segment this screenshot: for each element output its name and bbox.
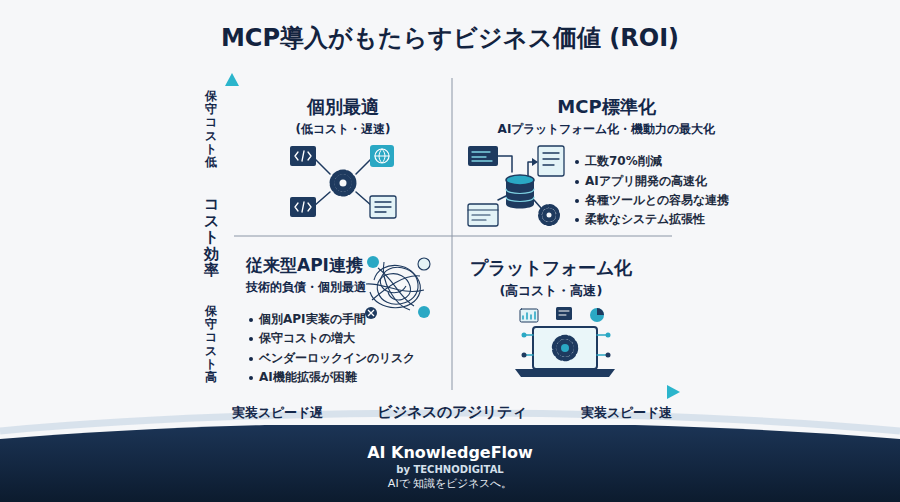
axis-title: コスト効率 xyxy=(204,196,219,279)
tangled-api-icon xyxy=(365,256,430,319)
bullet-dot xyxy=(575,199,579,203)
title: MCP導入がもたらすビジネス価値 (ROI) xyxy=(0,22,900,54)
bullet-dot xyxy=(575,218,579,222)
bullet-dot xyxy=(575,180,579,184)
bullet-item: 個別API実装の手間 xyxy=(248,311,450,327)
bullet-dot xyxy=(249,318,253,322)
node-heading: 従来型API連携 xyxy=(246,254,450,277)
node-subtitle: (高コスト・高速) xyxy=(456,282,646,300)
bullet-dot xyxy=(249,337,253,341)
node-subtitle: AIで 知識をビジネスへ。 xyxy=(0,477,900,492)
node-heading: 個別最適 xyxy=(242,95,444,119)
bullet-dot xyxy=(249,376,253,380)
quadrant-region: プラットフォーム化 (高コスト・高速) xyxy=(456,240,646,388)
axis-end-label: 実装スピード遅 xyxy=(232,404,352,422)
bullet-item: AI機能拡張が困難 xyxy=(248,369,450,385)
bullet-dot xyxy=(575,160,579,164)
axis-end-label: 保守コスト低 xyxy=(205,90,217,169)
node-subtitle: AIプラットフォーム化・機動力の最大化 xyxy=(456,121,733,137)
node-subtitle: 技術的負債・個別最適 xyxy=(246,279,450,295)
footer-band: AI KnowledgeFlowby TECHNODIGITALAIで 知識をビ… xyxy=(0,425,900,502)
footer-fill xyxy=(0,425,900,502)
axes xyxy=(225,73,680,399)
bullet-item: 工数70%削減 xyxy=(574,153,733,169)
footer-shape xyxy=(0,425,900,502)
integration-icon xyxy=(290,145,396,218)
bullet-item: 各種ツールとの容易な連携 xyxy=(574,192,733,208)
quadrant-region: 個別最適 (低コスト・遅速) xyxy=(238,85,448,231)
quadrant-region: MCP標準化 AIプラットフォーム化・機動力の最大化工数70%削減 AIアプリ開発の… xyxy=(456,85,733,233)
node-subtitle: by TECHNODIGITAL xyxy=(0,463,900,477)
bullet-item: 柔軟なシステム拡張性 xyxy=(574,211,733,227)
node-subtitle: (低コスト・遅速) xyxy=(242,121,444,137)
node-heading: プラットフォーム化 xyxy=(456,256,646,280)
axis-title: ビジネスのアジリティ xyxy=(342,403,562,422)
axis-end-label: 保守コスト高 xyxy=(205,305,217,384)
bullet-item: ベンダーロックインのリスク xyxy=(248,350,450,366)
node-heading: MCP標準化 xyxy=(456,95,733,119)
axis-end-label: 実装スピード速 xyxy=(540,404,672,422)
bullet-dot xyxy=(249,357,253,361)
platform-laptop-icon xyxy=(515,307,615,377)
mcp-hub-icon xyxy=(468,146,564,226)
node-heading: AI KnowledgeFlow xyxy=(0,442,900,464)
bullet-item: 保守コストの増大 xyxy=(248,330,450,346)
quadrant-region: 従来型API連携技術的負債・個別最適個別API実装の手間保守コストの増大ベンダー… xyxy=(240,240,450,388)
bullet-item: AIアプリ開発の高速化 xyxy=(574,173,733,189)
